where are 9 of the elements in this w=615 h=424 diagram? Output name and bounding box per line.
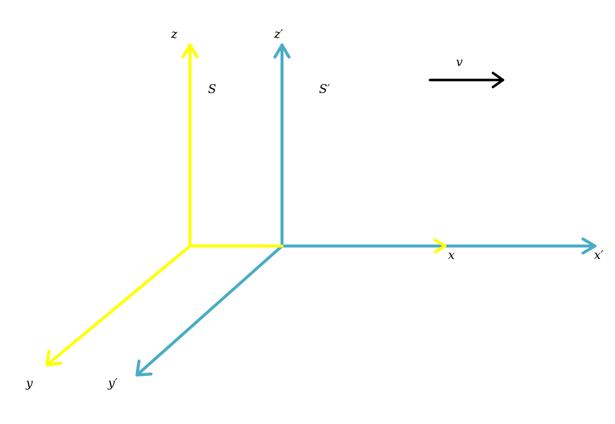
axis-label: y′ xyxy=(108,376,118,390)
axis-label: z xyxy=(171,27,178,41)
axis-label: S xyxy=(208,82,216,96)
axis-label: y xyxy=(26,376,33,390)
axis-label: x xyxy=(448,248,455,262)
axis-label: v xyxy=(456,55,463,69)
axis-label: z′ xyxy=(274,27,284,41)
axis-label: S′ xyxy=(319,82,330,96)
axis-label: x′ xyxy=(594,248,604,262)
